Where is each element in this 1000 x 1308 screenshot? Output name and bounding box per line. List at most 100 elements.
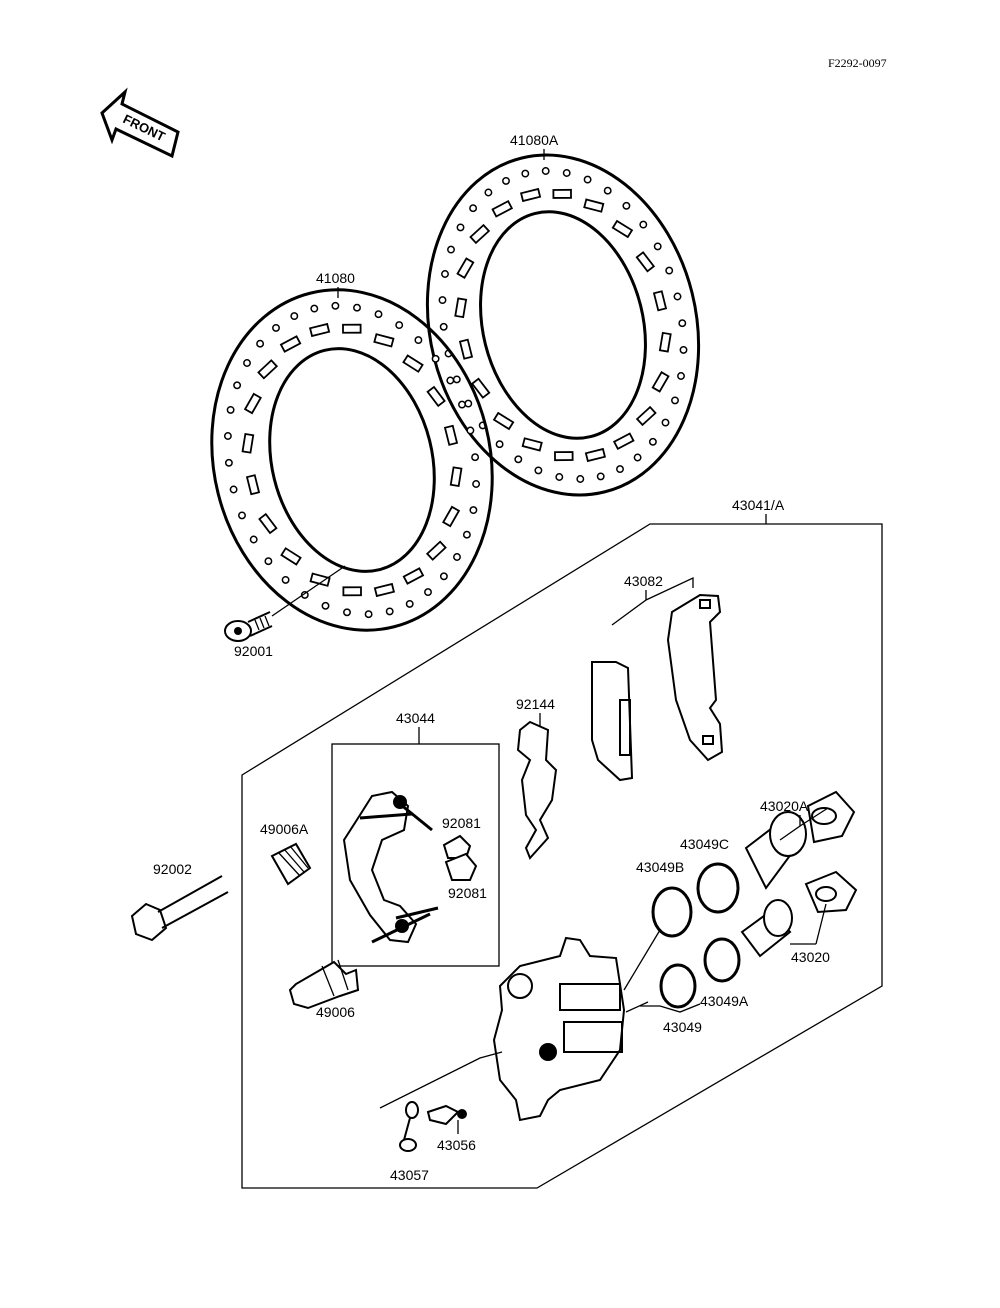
label-43049b: 43049B: [636, 859, 684, 875]
disc-slot: [243, 392, 262, 415]
disc-vent-hole: [502, 176, 510, 185]
seal-43049c: [696, 862, 740, 914]
disc-vent-hole: [677, 372, 685, 380]
disc-vent-hole: [353, 303, 361, 312]
disc-vent-hole: [439, 322, 448, 331]
disc-vent-hole: [583, 175, 592, 184]
clip-92081-upper: [442, 834, 472, 859]
disc-vent-hole: [439, 572, 448, 581]
disc-slot: [635, 251, 656, 273]
disc-slot: [245, 474, 261, 496]
bolt-92002: [130, 875, 229, 942]
label-43057: 43057: [390, 1167, 429, 1183]
disc-vent-hole: [233, 381, 242, 390]
disc-vent-hole: [238, 511, 246, 520]
caliper-bracket-43044: [342, 790, 439, 944]
label-43020: 43020: [791, 949, 830, 965]
label-41080: 41080: [316, 270, 355, 286]
disc-vent-hole: [290, 312, 299, 321]
label-43056: 43056: [437, 1137, 476, 1153]
disc-slot: [309, 322, 331, 338]
label-43041-a: 43041/A: [732, 497, 785, 513]
disc-slot: [469, 223, 491, 245]
disc-slot: [454, 297, 468, 319]
disc-vent-hole: [541, 167, 550, 175]
label-43049a: 43049A: [700, 993, 749, 1009]
disc-slot: [554, 451, 574, 462]
boot-49006a: [270, 842, 312, 886]
disc-vent-hole: [462, 530, 471, 539]
disc-slot: [612, 432, 635, 451]
disc-vent-hole: [224, 458, 233, 467]
diagram-code: F2292-0097: [828, 56, 887, 70]
label-43044: 43044: [396, 710, 435, 726]
disc-vent-hole: [438, 296, 447, 305]
pin-49006: [288, 959, 360, 1010]
disc-slot: [280, 547, 302, 566]
disc-vent-hole: [256, 339, 265, 348]
disc-vent-hole: [671, 396, 679, 405]
disc-slot: [443, 424, 459, 446]
disc-vent-hole: [466, 426, 475, 435]
disc-vent-hole: [300, 590, 309, 599]
disc-slot: [658, 331, 672, 353]
disc-vent-hole: [472, 480, 481, 488]
disc-slot: [583, 198, 605, 213]
label-43049: 43049: [663, 1019, 702, 1035]
bleeder-43056: [426, 1104, 467, 1126]
disc-vent-hole: [521, 169, 530, 178]
disc-slot: [458, 338, 474, 360]
disc-vent-hole: [622, 201, 631, 210]
disc-vent-hole: [453, 553, 461, 561]
label-49006a: 49006A: [260, 821, 309, 837]
disc-vent-hole: [281, 575, 290, 584]
disc-vent-hole: [603, 186, 612, 195]
disc-vent-hole: [633, 453, 642, 462]
seal-43049: [659, 963, 697, 1009]
disc-slot: [342, 586, 362, 597]
disc-vent-hole: [596, 472, 605, 481]
disc-slot: [309, 572, 331, 587]
brake-pad-right: [666, 593, 724, 762]
brake-pad-left: [591, 661, 634, 782]
disc-slot: [520, 187, 542, 203]
disc-vent-hole: [639, 220, 648, 229]
disc-vent-hole: [469, 204, 478, 213]
disc-vent-hole: [272, 323, 280, 332]
disc-slot: [425, 540, 447, 561]
disc-vent-hole: [310, 304, 319, 313]
disc-slot: [241, 432, 255, 454]
disc-vent-hole: [495, 440, 504, 449]
disc-vent-hole: [441, 270, 449, 278]
disc-slot: [456, 257, 475, 279]
disc-vent-hole: [616, 465, 624, 474]
disc-vent-hole: [414, 336, 423, 345]
disc-vent-hole: [484, 188, 493, 197]
disc-slot: [426, 385, 446, 408]
clip-92081-lower: [444, 852, 478, 881]
seal-43049b: [651, 886, 693, 938]
label-92081-lower: 92081: [448, 885, 487, 901]
disc-vent-hole: [452, 375, 461, 384]
disc-slot: [402, 354, 424, 373]
disc-vent-hole: [431, 354, 440, 363]
disc-slot: [373, 582, 395, 598]
disc-slot: [492, 411, 515, 431]
piston-43020: [740, 870, 858, 958]
disc-vent-hole: [264, 557, 273, 566]
disc-vent-hole: [665, 266, 674, 275]
label-43020a: 43020A: [760, 798, 809, 814]
disc-vent-hole: [648, 437, 657, 446]
label-49006: 49006: [316, 1004, 355, 1020]
caliper-body: [492, 929, 661, 1122]
brake-disc-41080a: [425, 153, 701, 497]
disc-vent-hole: [514, 455, 523, 464]
disc-vent-hole: [464, 399, 473, 408]
disc-vent-hole: [458, 400, 466, 409]
disc-vent-hole: [331, 301, 340, 310]
label-92081-upper: 92081: [442, 815, 481, 831]
disc-vent-hole: [653, 242, 662, 251]
disc-slot: [635, 405, 657, 427]
label-92144: 92144: [516, 696, 555, 712]
